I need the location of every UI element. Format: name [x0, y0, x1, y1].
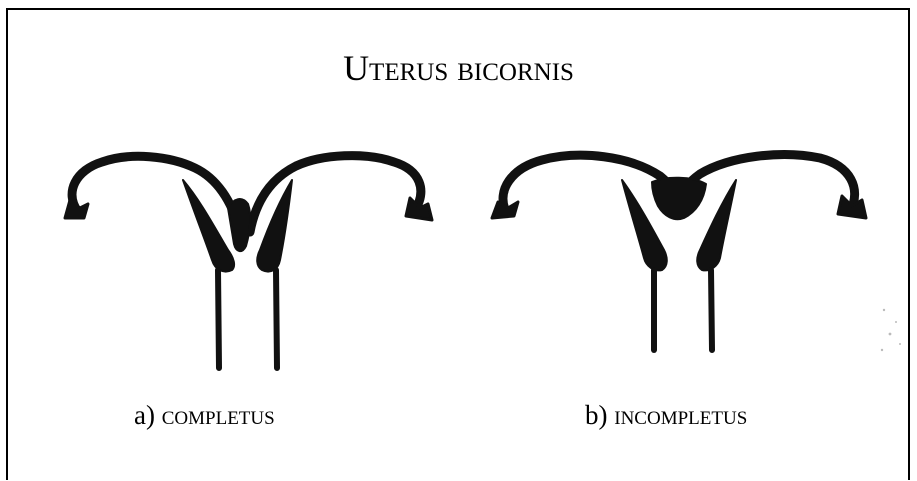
caption-b-label: incompletus: [614, 400, 747, 430]
right-canal: [711, 270, 712, 350]
fundus: [652, 178, 706, 220]
scan-speckle: [876, 300, 906, 360]
caption-b-marker: b): [585, 400, 608, 430]
right-canal: [276, 270, 277, 368]
caption-a-label: completus: [162, 400, 275, 430]
caption-a-marker: a): [134, 400, 155, 430]
caption-a: a) completus: [134, 400, 275, 431]
left-tube-arc: [72, 156, 240, 232]
septum: [228, 199, 250, 251]
caption-b: b) incompletus: [585, 400, 747, 431]
left-canal: [218, 270, 219, 368]
